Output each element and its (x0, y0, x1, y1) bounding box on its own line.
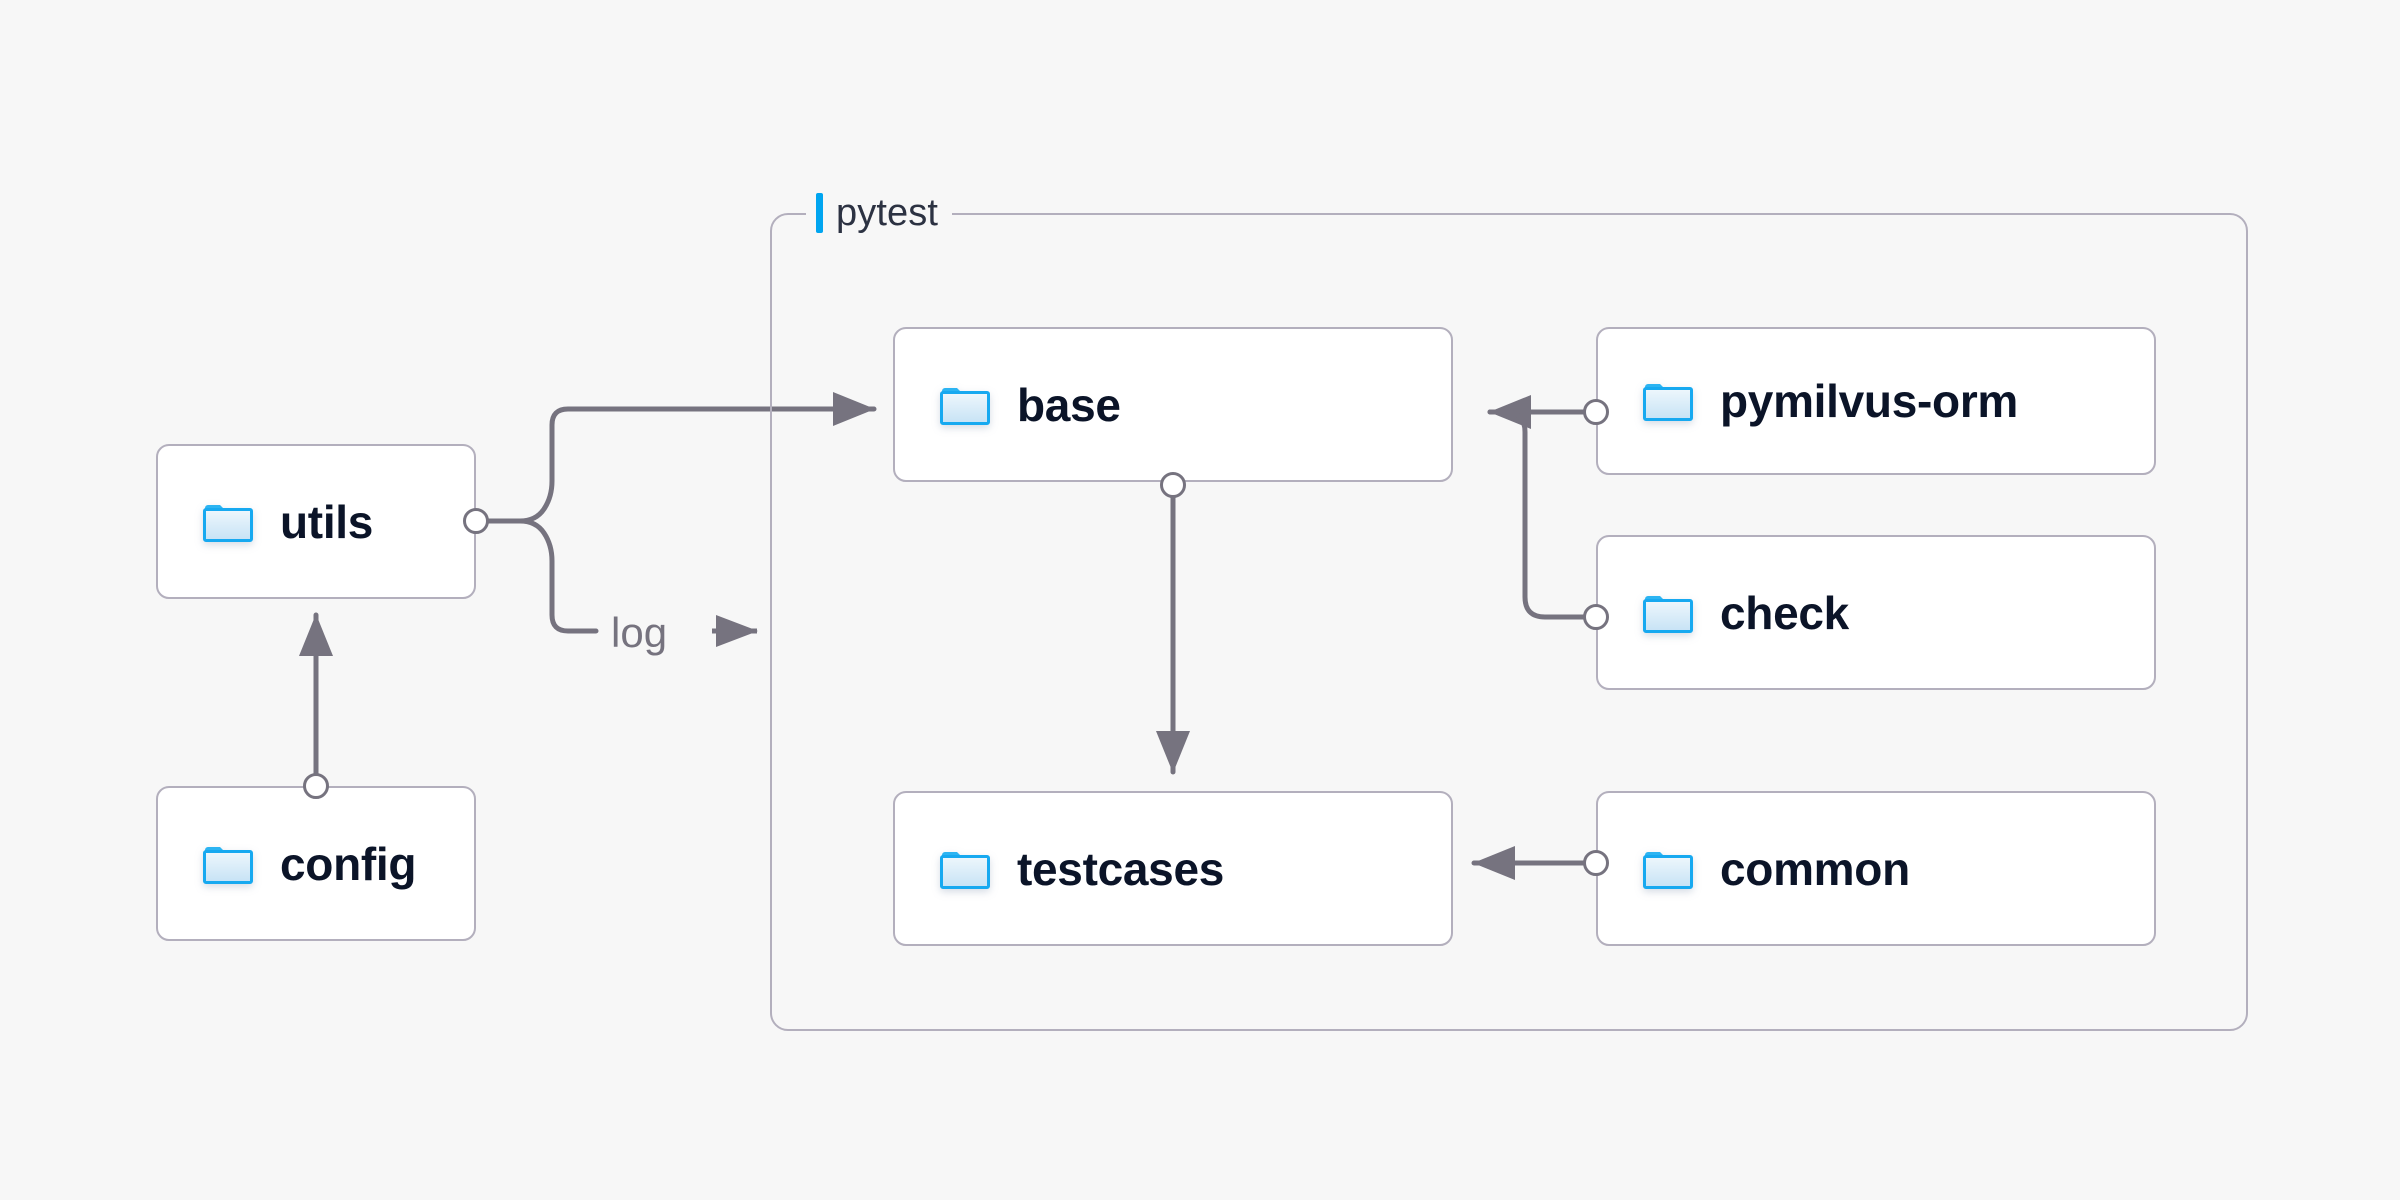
node-common[interactable]: common (1596, 791, 2156, 946)
node-label: base (1017, 378, 1121, 431)
port-base-bottom[interactable] (1160, 472, 1186, 498)
node-label: config (280, 837, 417, 890)
node-label: check (1720, 586, 1849, 639)
node-base[interactable]: base (893, 327, 1453, 482)
pytest-group-container[interactable] (770, 213, 2248, 1031)
folder-icon (202, 843, 254, 885)
folder-icon (1642, 848, 1694, 890)
edge-label-log: log (611, 609, 668, 656)
node-config[interactable]: config (156, 786, 476, 941)
node-check[interactable]: check (1596, 535, 2156, 690)
node-pymilvus-orm[interactable]: pymilvus-orm (1596, 327, 2156, 475)
port-pymilvus-orm-left[interactable] (1583, 399, 1609, 425)
edge-utils-to-log (486, 518, 599, 634)
folder-icon (939, 848, 991, 890)
folder-icon (1642, 592, 1694, 634)
group-accent-bar (816, 193, 823, 233)
node-label: utils (280, 495, 374, 548)
port-config-top[interactable] (303, 773, 329, 799)
port-common-left[interactable] (1583, 850, 1609, 876)
node-testcases[interactable]: testcases (893, 791, 1453, 946)
pytest-group-label: pytest (806, 190, 952, 236)
node-utils[interactable]: utils (156, 444, 476, 599)
folder-icon (202, 501, 254, 543)
group-label-text: pytest (836, 192, 938, 234)
node-label: pymilvus-orm (1720, 375, 2019, 427)
folder-icon (939, 384, 991, 426)
port-check-left[interactable] (1583, 604, 1609, 630)
node-label: common (1720, 842, 1910, 895)
port-utils-right[interactable] (463, 508, 489, 534)
folder-icon (1642, 380, 1694, 422)
node-label: testcases (1017, 842, 1225, 895)
